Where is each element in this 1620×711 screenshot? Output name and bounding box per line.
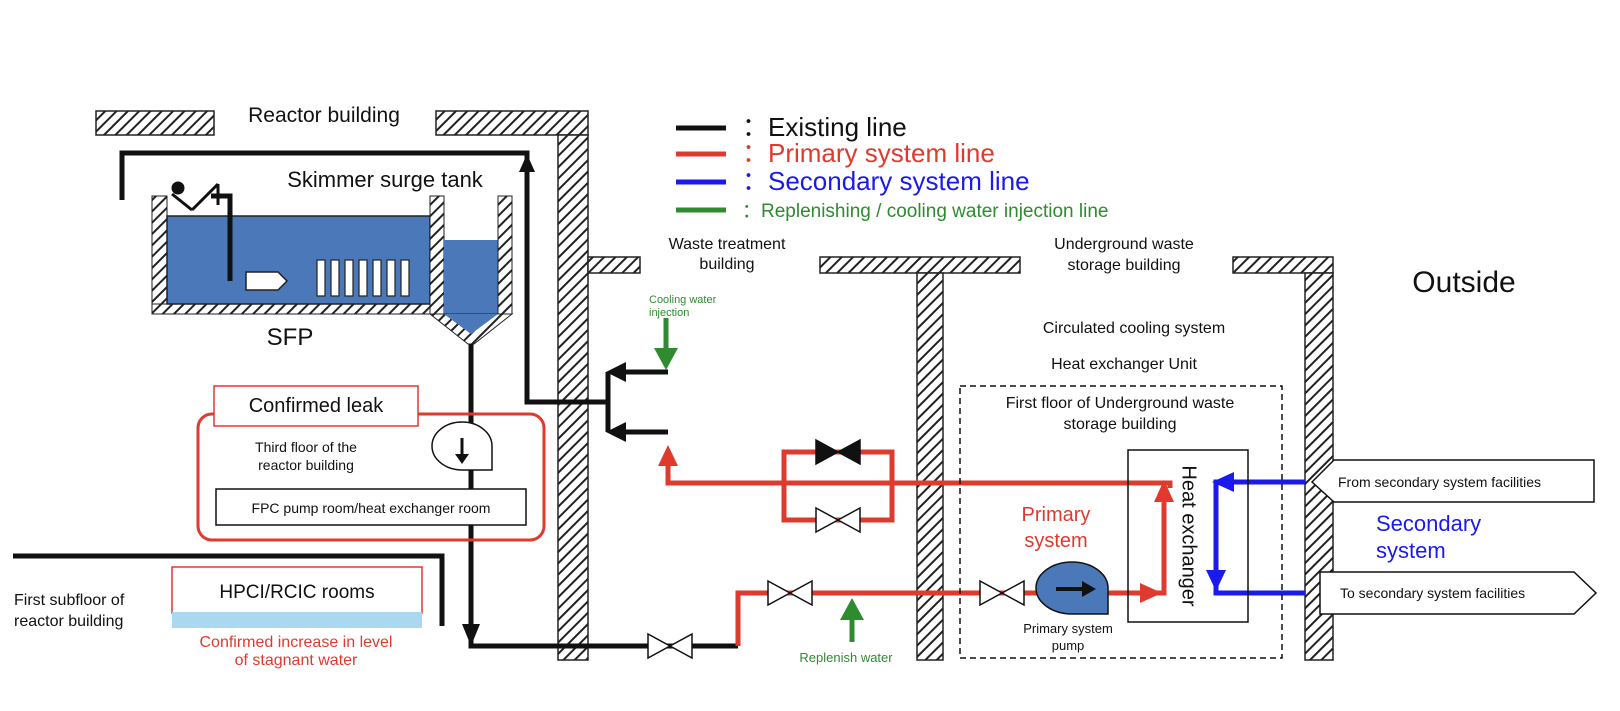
third-floor-label-2: reactor building bbox=[258, 457, 354, 473]
circulated-cooling-label: Circulated cooling system bbox=[1043, 320, 1225, 337]
hpci-box bbox=[171, 566, 423, 614]
valve-bypass bbox=[815, 506, 840, 534]
secondary-system-label-1: Secondary bbox=[1376, 511, 1481, 536]
waste-treatment-label-1: Waste treatment bbox=[669, 236, 786, 253]
first-subfloor-label-1: First subfloor of bbox=[14, 592, 125, 609]
replenish-lines bbox=[654, 318, 864, 642]
legend-existing: ：Existing line bbox=[742, 112, 907, 142]
tank-water bbox=[444, 240, 498, 314]
primary-system-label-1: Primary bbox=[1022, 504, 1091, 526]
tank-hopper-water bbox=[444, 314, 498, 334]
branch-arrow-upper bbox=[606, 362, 626, 382]
hx-riser bbox=[1150, 500, 1167, 596]
valve-pump-inlet bbox=[979, 579, 1004, 607]
legend: ：Existing line ：Primary system line ：Sec… bbox=[676, 112, 1108, 222]
primary-system-pump bbox=[1035, 561, 1109, 615]
underground-roof bbox=[1232, 256, 1334, 274]
skimmer-surge-tank bbox=[428, 195, 514, 345]
waste-roof-right bbox=[819, 256, 1021, 274]
existing-arrow-up bbox=[519, 154, 535, 172]
check-valve bbox=[171, 181, 220, 212]
valve-drain bbox=[647, 632, 672, 660]
primary-arrow-up bbox=[658, 445, 678, 466]
secondary-arrow-down bbox=[1206, 570, 1226, 591]
legend-secondary: ：Secondary system line bbox=[742, 166, 1030, 196]
heat-exchanger-unit-label: Heat exchanger Unit bbox=[1051, 356, 1197, 373]
sfp-wall-left bbox=[151, 195, 168, 313]
underground-label-2: storage building bbox=[1068, 257, 1181, 274]
sfp-pool bbox=[151, 195, 445, 315]
fpc-room-label: FPC pump room/heat exchanger room bbox=[252, 500, 491, 516]
waste-treatment-label-2: building bbox=[699, 256, 754, 273]
cooling-injection-label-2: injection bbox=[649, 307, 689, 319]
valve-supply bbox=[767, 579, 792, 607]
underground-first-floor-box bbox=[959, 385, 1283, 659]
secondary-lines bbox=[1213, 479, 1305, 596]
from-secondary-label: From secondary system facilities bbox=[1338, 474, 1541, 490]
leak-label-box bbox=[213, 385, 419, 427]
sfp-floor bbox=[151, 303, 431, 315]
subfloor-line bbox=[13, 553, 445, 626]
secondary-loop bbox=[1213, 479, 1305, 596]
sfp-wall-right bbox=[429, 195, 445, 315]
bypass-loop bbox=[781, 449, 895, 523]
primary-pump-label-1: Primary system bbox=[1023, 621, 1113, 636]
first-subfloor-label-2: reactor building bbox=[14, 613, 123, 630]
from-secondary-box bbox=[1310, 459, 1595, 503]
reactor-roof-left bbox=[95, 110, 215, 136]
primary-pump-label-2: pump bbox=[1052, 638, 1085, 653]
sfp-label: SFP bbox=[267, 324, 314, 351]
outside-label: Outside bbox=[1412, 266, 1515, 299]
sfp-water bbox=[166, 215, 431, 305]
primary-system-label-2: system bbox=[1024, 530, 1087, 552]
valve-closed bbox=[815, 438, 861, 466]
stagnant-water bbox=[172, 612, 422, 628]
waste-wall bbox=[916, 272, 944, 661]
return-riser bbox=[524, 172, 608, 405]
replenish-water-label: Replenish water bbox=[799, 650, 893, 665]
primary-arrow-right bbox=[1140, 583, 1162, 603]
to-secondary-label: To secondary system facilities bbox=[1340, 585, 1525, 601]
secondary-system-label-2: system bbox=[1376, 538, 1446, 563]
cooling-injection-arrow bbox=[654, 348, 678, 370]
labels: Reactor building Skimmer surge tank SFP … bbox=[14, 104, 1541, 669]
tank-wall-right bbox=[497, 195, 513, 315]
primary-return-line bbox=[665, 464, 1173, 488]
first-floor-label-2: storage building bbox=[1064, 416, 1177, 433]
underground-label-1: Underground waste bbox=[1054, 236, 1194, 253]
confirmed-leak-label: Confirmed leak bbox=[249, 395, 385, 417]
confirmed-increase-label-1: Confirmed increase in level bbox=[200, 634, 393, 651]
reactor-building-label: Reactor building bbox=[248, 104, 400, 127]
heat-exchanger bbox=[1127, 449, 1249, 623]
primary-arrow-hx bbox=[1154, 480, 1174, 502]
legend-primary: ：Primary system line bbox=[742, 138, 995, 168]
to-secondary-box bbox=[1319, 571, 1598, 615]
fuel-racks bbox=[316, 259, 410, 297]
waste-roof-left bbox=[587, 256, 641, 274]
reactor-roof-right bbox=[435, 110, 589, 136]
confirmed-increase-label-2: of stagnant water bbox=[235, 652, 358, 669]
branch-arrow-lower bbox=[606, 422, 626, 442]
valves-open bbox=[647, 506, 1025, 660]
skimmer-surge-tank-label: Skimmer surge tank bbox=[287, 167, 484, 192]
third-floor-label-1: Third floor of the bbox=[255, 439, 357, 455]
fpc-pump bbox=[431, 421, 493, 471]
fpc-room-box bbox=[215, 488, 527, 526]
reactor-wall bbox=[557, 134, 589, 661]
existing-arrow-down bbox=[462, 624, 480, 646]
heat-exchanger-label: Heat exchanger bbox=[1178, 465, 1200, 607]
hpci-rcic-label: HPCI/RCIC rooms bbox=[219, 582, 374, 603]
diffuser-nozzle bbox=[245, 271, 289, 291]
secondary-arrow-left bbox=[1212, 472, 1234, 492]
first-floor-label-1: First floor of Underground waste bbox=[1006, 395, 1235, 412]
legend-replenish: ：Replenishing / cooling water injection … bbox=[742, 201, 1108, 222]
replenish-arrow bbox=[840, 598, 864, 620]
cooling-injection-label-1: Cooling water bbox=[649, 294, 717, 306]
